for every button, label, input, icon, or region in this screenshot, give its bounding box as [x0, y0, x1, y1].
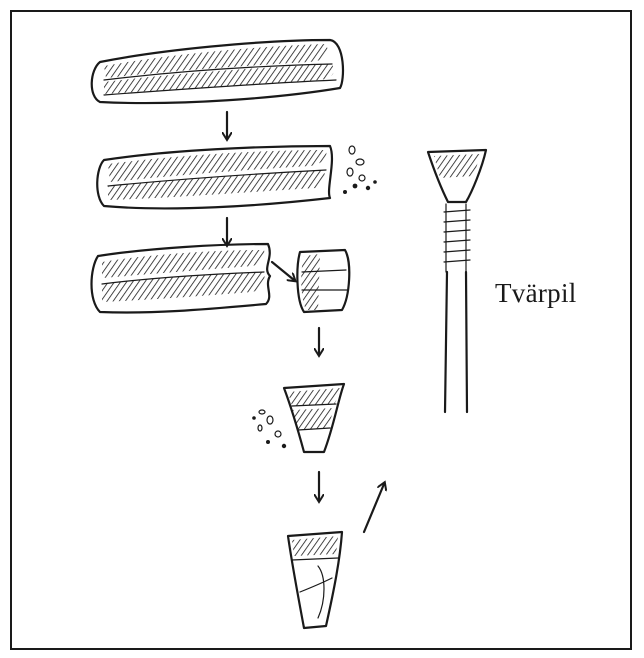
- hafted-transverse-arrow: [428, 150, 486, 412]
- blade-whole: [92, 40, 343, 103]
- blade-snapped: [92, 244, 271, 313]
- trimmed-segment: [284, 384, 344, 452]
- blade-broken-end: [97, 146, 332, 208]
- snapped-segment: [297, 250, 349, 312]
- tvarpil-label: Tvärpil: [495, 278, 577, 309]
- debris-dots-icon: [252, 410, 286, 448]
- finished-arrowhead: [288, 532, 342, 628]
- arrow-diagonal-icon: [364, 484, 384, 532]
- arrow-diagonal-icon: [272, 262, 294, 280]
- debris-dots-icon: [343, 146, 377, 194]
